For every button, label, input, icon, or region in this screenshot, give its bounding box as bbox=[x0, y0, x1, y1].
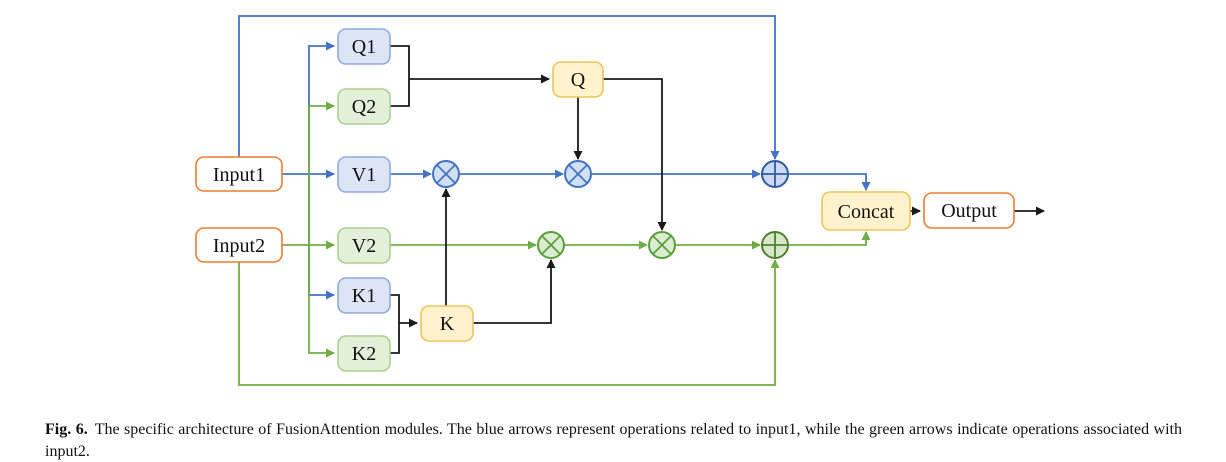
multiply-op-icon bbox=[432, 160, 460, 188]
edge-k1-k2-bracket bbox=[390, 294, 400, 354]
node-k2: K2 bbox=[337, 335, 391, 372]
node-output-label: Output bbox=[941, 200, 997, 222]
node-q: Q bbox=[552, 61, 604, 98]
node-q1: Q1 bbox=[337, 28, 391, 65]
node-q-label: Q bbox=[571, 69, 586, 91]
node-q2: Q2 bbox=[337, 88, 391, 125]
figure-caption: Fig. 6.The specific architecture of Fusi… bbox=[45, 419, 1182, 462]
node-input1: Input1 bbox=[195, 156, 283, 192]
node-v2: V2 bbox=[337, 227, 391, 264]
node-concat: Concat bbox=[821, 191, 911, 231]
multiply-op-icon bbox=[648, 231, 676, 259]
multiply-op-icon bbox=[564, 160, 592, 188]
figure-caption-text: The specific architecture of FusionAtten… bbox=[45, 421, 1183, 460]
multiply-op-icon bbox=[537, 231, 565, 259]
edge-input2-bypass-to-add bbox=[238, 259, 780, 386]
edge-q1-q2-bracket bbox=[390, 45, 410, 107]
node-k-label: K bbox=[440, 313, 455, 335]
edge-add1-to-concat bbox=[788, 173, 871, 191]
diagram-canvas: Input1 Input2 Q1 Q2 V1 V2 bbox=[195, 15, 1045, 386]
node-k1: K1 bbox=[337, 277, 391, 314]
edge-input2-branch-to-k2 bbox=[308, 245, 335, 358]
node-input1-label: Input1 bbox=[213, 164, 265, 186]
node-k2-label: K2 bbox=[352, 343, 376, 365]
node-q2-label: Q2 bbox=[352, 96, 376, 118]
figure-caption-label: Fig. 6. bbox=[45, 421, 88, 438]
edge-add2-to-concat bbox=[788, 231, 871, 246]
node-input2: Input2 bbox=[195, 227, 283, 263]
edge-q-to-mul4 bbox=[603, 78, 667, 231]
node-k1-label: K1 bbox=[352, 285, 376, 307]
edge-input1-branch-to-k1 bbox=[308, 174, 335, 300]
node-q1-label: Q1 bbox=[352, 36, 376, 58]
edge-input2-branch-to-q2 bbox=[308, 101, 335, 245]
node-output: Output bbox=[923, 192, 1015, 229]
add-op-icon bbox=[761, 231, 789, 259]
edge-input1-bypass-to-add bbox=[238, 15, 780, 160]
node-input2-label: Input2 bbox=[213, 235, 265, 257]
node-concat-label: Concat bbox=[838, 201, 895, 223]
node-k: K bbox=[420, 305, 474, 342]
node-v1-label: V1 bbox=[352, 164, 376, 186]
add-op-icon bbox=[761, 160, 789, 188]
edge-k-to-mul3 bbox=[473, 259, 556, 324]
node-v2-label: V2 bbox=[352, 235, 376, 257]
fusionattention-diagram: Input1 Input2 Q1 Q2 V1 V2 bbox=[195, 15, 1045, 386]
edge-input1-branch-to-q1 bbox=[308, 41, 335, 174]
node-v1: V1 bbox=[337, 156, 391, 193]
